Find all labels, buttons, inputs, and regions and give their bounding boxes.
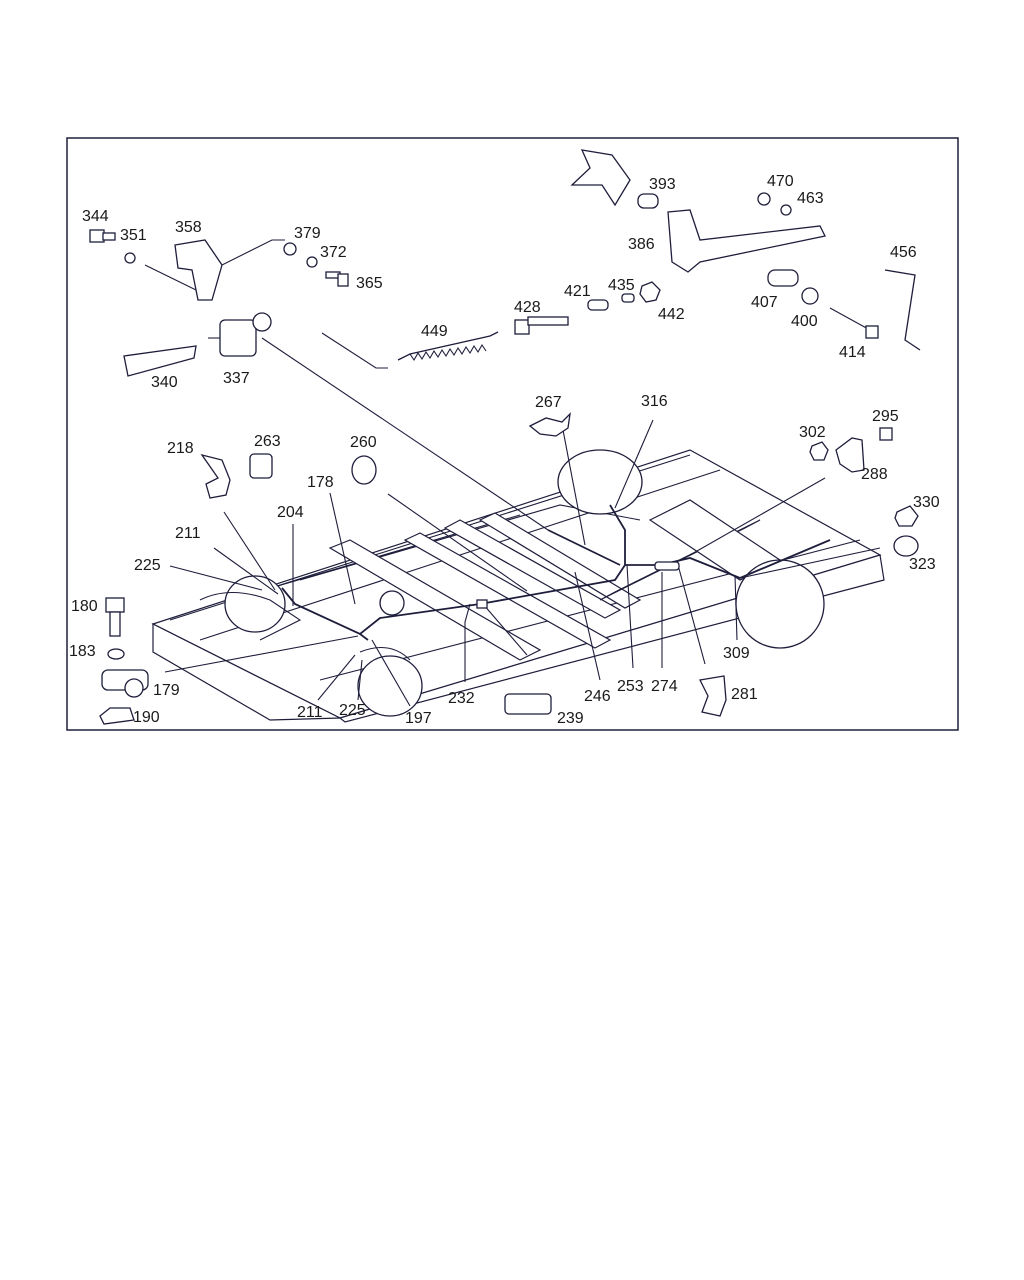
fitting-232 (476, 599, 488, 609)
bolt-344 (89, 229, 116, 243)
label-232: 232 (448, 690, 475, 707)
fitting-274 (654, 561, 680, 571)
screw-365 (325, 271, 349, 287)
label-253: 253 (617, 678, 644, 695)
label-330: 330 (913, 494, 940, 511)
clip-263 (249, 453, 273, 479)
label-414: 414 (839, 344, 866, 361)
label-340: 340 (151, 374, 178, 391)
leader-lines (144, 239, 881, 707)
bracket-393 (570, 149, 631, 207)
label-323: 323 (909, 556, 936, 573)
washer-400 (801, 287, 819, 305)
sleeve-435 (621, 293, 635, 303)
sleeve-393 (637, 193, 659, 209)
label-274: 274 (651, 678, 678, 695)
washer-372 (306, 256, 318, 268)
label-358: 358 (175, 219, 202, 236)
label-183: 183 (69, 643, 96, 660)
label-386: 386 (628, 236, 655, 253)
nut-442 (639, 281, 661, 303)
part-labels: 344 351 358 379 372 365 393 386 470 463 … (69, 173, 940, 727)
label-379: 379 (294, 225, 321, 242)
label-302: 302 (799, 424, 826, 441)
label-344: 344 (82, 208, 109, 225)
bracket-288 (835, 437, 865, 473)
bracket-218 (200, 453, 231, 499)
label-295: 295 (872, 408, 899, 425)
clip-260 (351, 455, 377, 485)
washer-463 (780, 204, 792, 216)
label-365: 365 (356, 275, 383, 292)
clamp-323 (893, 535, 919, 557)
sleeve-407 (767, 269, 799, 287)
nut-190 (99, 707, 135, 725)
clip-267 (528, 412, 571, 437)
label-372: 372 (320, 244, 347, 261)
nut-470 (757, 192, 771, 206)
label-463: 463 (797, 190, 824, 207)
label-211-top: 211 (175, 525, 201, 542)
label-337: 337 (223, 370, 250, 387)
label-407: 407 (751, 294, 778, 311)
label-351: 351 (120, 227, 147, 244)
label-260: 260 (350, 434, 377, 451)
label-316: 316 (641, 393, 668, 410)
label-267: 267 (535, 394, 562, 411)
bolt-428 (514, 316, 569, 335)
rear-wheel-left (557, 449, 643, 515)
washer-379 (283, 242, 297, 256)
front-wheel-right (357, 655, 423, 717)
label-190: 190 (133, 709, 160, 726)
label-393: 393 (649, 176, 676, 193)
bolt-180 (105, 597, 125, 637)
label-197: 197 (405, 710, 432, 727)
label-178: 178 (307, 474, 334, 491)
label-179: 179 (153, 682, 180, 699)
label-309: 309 (723, 645, 750, 662)
label-180: 180 (71, 598, 98, 615)
fitting-179 (101, 669, 149, 698)
label-281: 281 (731, 686, 758, 703)
label-435: 435 (608, 277, 635, 294)
bracket-358 (174, 239, 223, 301)
label-421: 421 (564, 283, 591, 300)
label-470: 470 (767, 173, 794, 190)
label-246: 246 (584, 688, 611, 705)
spring-449 (397, 331, 499, 361)
nut-330 (894, 505, 919, 527)
front-wheel-left (224, 575, 286, 633)
lever-386 (667, 209, 826, 273)
valve-178 (379, 590, 405, 616)
label-239: 239 (557, 710, 584, 727)
label-225-bottom: 225 (339, 702, 366, 719)
label-204: 204 (277, 504, 304, 521)
washer-351 (124, 252, 136, 264)
label-442: 442 (658, 306, 685, 323)
parts (89, 149, 921, 725)
label-400: 400 (791, 313, 818, 330)
label-225-top: 225 (134, 557, 161, 574)
bolt-414 (829, 307, 879, 339)
label-428: 428 (514, 299, 541, 316)
label-288: 288 (861, 466, 888, 483)
bracket-281 (699, 675, 727, 717)
connector-239 (504, 693, 552, 715)
plate-340 (123, 345, 197, 377)
label-211-bottom: 211 (297, 704, 323, 721)
washer-183 (107, 648, 125, 660)
label-456: 456 (890, 244, 917, 261)
nut-302 (809, 441, 829, 461)
label-218: 218 (167, 440, 194, 457)
label-449: 449 (421, 323, 448, 340)
nut-295 (879, 427, 893, 441)
pin-421 (587, 299, 609, 311)
rod-456 (884, 269, 921, 351)
valve-337 (208, 312, 272, 357)
label-263: 263 (254, 433, 281, 450)
